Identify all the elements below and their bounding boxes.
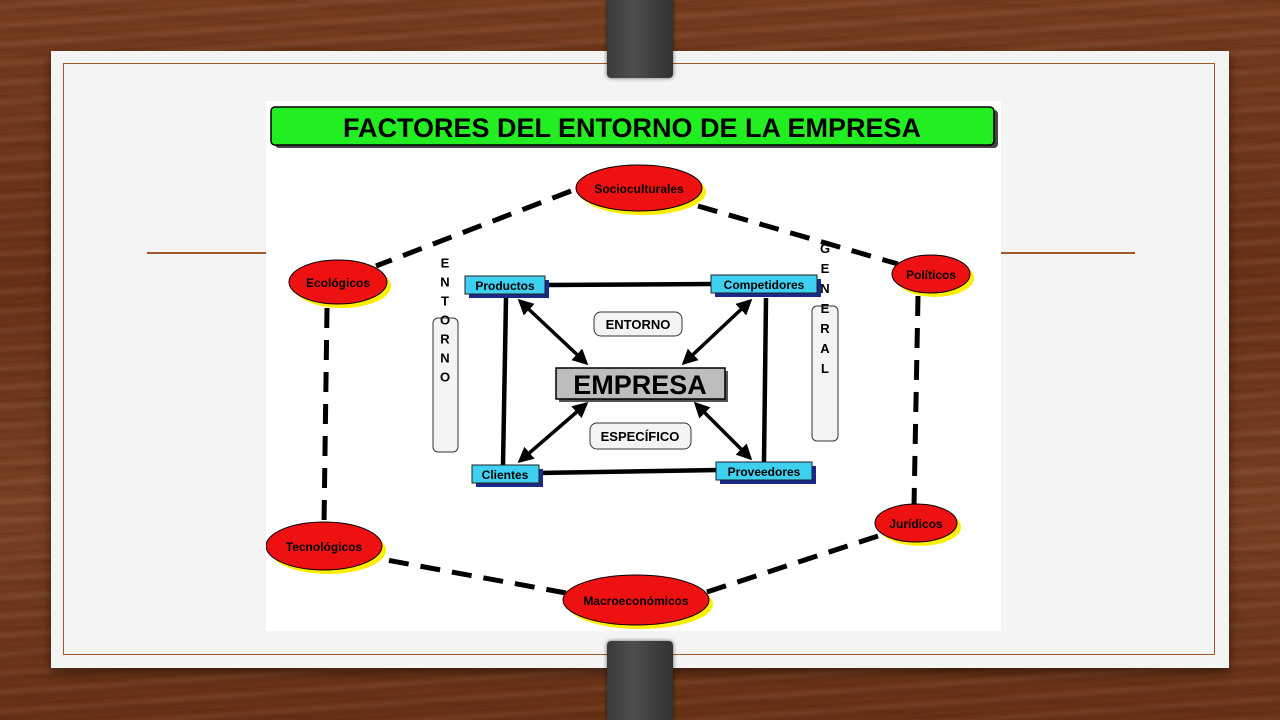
factor-socioculturales: Socioculturales <box>575 164 706 215</box>
factor-politicos-label: Políticos <box>906 268 956 282</box>
decorative-rule-left <box>147 252 267 254</box>
general-environment-ring <box>321 188 921 596</box>
title-text: FACTORES DEL ENTORNO DE LA EMPRESA <box>343 113 921 143</box>
side-label-right: GENERAL <box>818 241 833 381</box>
factor-tecnologicos-label: Tecnológicos <box>286 540 363 554</box>
side-label-left: ENTORNO <box>438 256 453 389</box>
factor-competidores-label: Competidores <box>724 278 805 292</box>
relationship-arrows <box>517 298 753 464</box>
factor-productos-label: Productos <box>475 279 535 293</box>
factor-juridicos-label: Jurídicos <box>889 517 943 531</box>
factor-socioculturales-label: Socioculturales <box>594 182 684 196</box>
factor-proveedores-label: Proveedores <box>728 465 801 479</box>
strap-top <box>607 0 673 78</box>
factor-proveedores: Proveedores <box>715 461 816 484</box>
decorative-rule-right <box>1000 252 1135 254</box>
factor-competidores: Competidores <box>710 274 821 297</box>
strap-bottom <box>607 641 673 720</box>
factor-ecologicos: Ecológicos <box>288 259 391 308</box>
label-especifico: ESPECÍFICO <box>601 429 680 444</box>
center-label: EMPRESA <box>573 370 707 400</box>
side-label-left-box: ENTORNO <box>432 256 459 453</box>
factor-productos: Productos <box>464 275 549 298</box>
factor-macroeconomicos-label: Macroeconómicos <box>583 594 689 608</box>
environment-diagram: FACTORES DEL ENTORNO DE LA EMPRESA <box>266 101 1001 631</box>
label-entorno: ENTORNO <box>606 317 671 332</box>
specific-environment-frame <box>500 281 769 476</box>
diagram-canvas: FACTORES DEL ENTORNO DE LA EMPRESA <box>266 106 998 629</box>
label-entorno-box: ENTORNO <box>593 311 683 337</box>
factor-clientes-label: Clientes <box>482 468 529 482</box>
title-banner: FACTORES DEL ENTORNO DE LA EMPRESA <box>270 106 998 148</box>
factor-politicos: Políticos <box>891 254 974 297</box>
side-label-right-box: GENERAL <box>811 241 839 442</box>
factor-ecologicos-label: Ecológicos <box>306 276 370 290</box>
label-especifico-box: ESPECÍFICO <box>589 422 692 450</box>
center-company: EMPRESA <box>555 367 728 402</box>
factor-juridicos: Jurídicos <box>874 503 961 546</box>
factor-macroeconomicos: Macroeconómicos <box>562 574 713 629</box>
factor-tecnologicos: Tecnológicos <box>266 521 386 574</box>
factor-clientes: Clientes <box>471 464 543 487</box>
